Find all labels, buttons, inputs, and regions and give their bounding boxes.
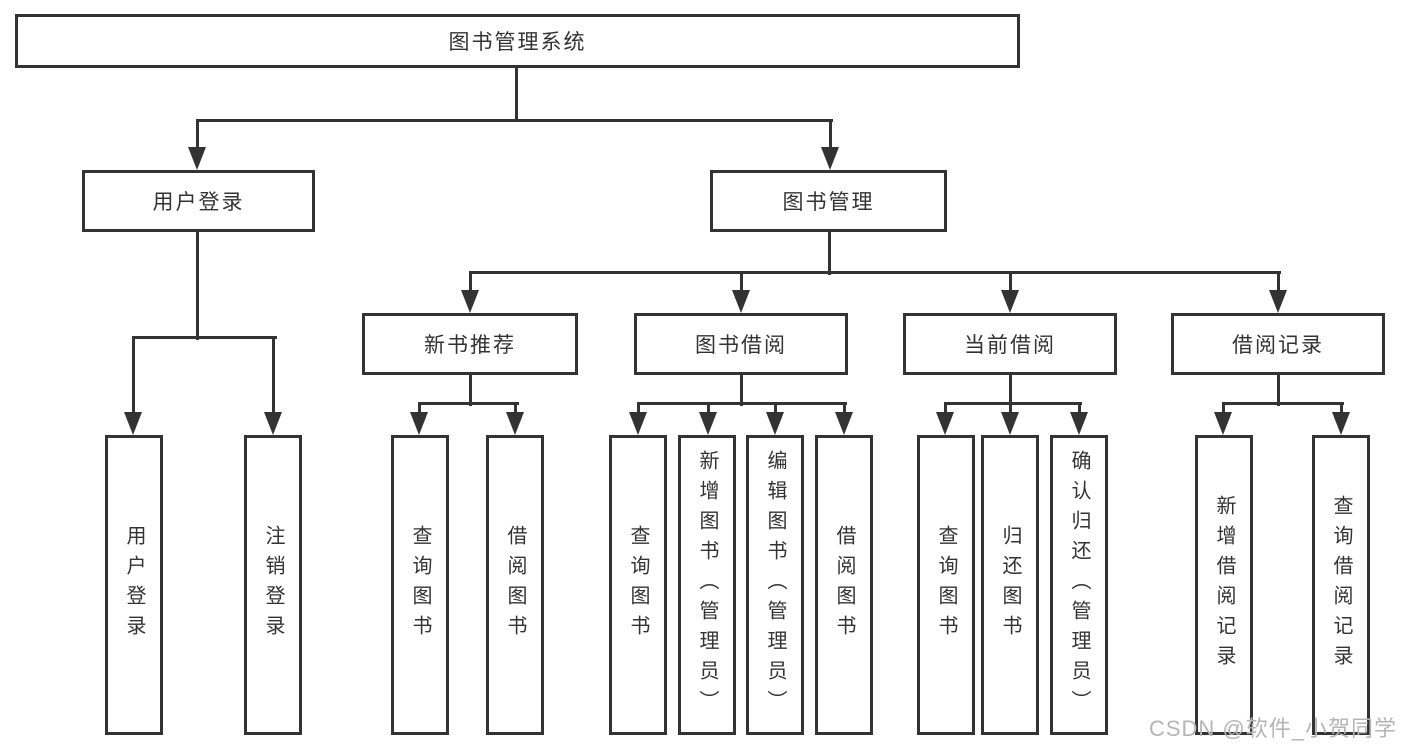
node-label: 注销登录: [262, 525, 284, 645]
node-logout-leaf: 注销登录: [244, 435, 302, 735]
connector-hline: [943, 401, 1082, 405]
connector-arrow-stem: [468, 272, 472, 293]
node-label: 借阅图书: [833, 525, 855, 645]
connector-arrow-stem: [1077, 403, 1081, 415]
connector-arrow-stem: [271, 337, 275, 415]
arrow-down-icon: [461, 290, 479, 313]
connector-hline: [1221, 401, 1344, 405]
connector-arrow-stem: [739, 272, 743, 293]
connector-arrow-stem: [131, 337, 135, 415]
node-label: 用户登录: [123, 525, 145, 645]
arrow-down-icon: [936, 412, 954, 435]
arrow-down-icon: [1001, 290, 1019, 313]
connector-arrow-stem: [636, 403, 640, 415]
arrow-down-icon: [1269, 290, 1287, 313]
watermark: CSDN @软件_小贺同学: [1148, 716, 1397, 741]
node-borrow-books-borrow: 借阅图书: [815, 435, 873, 735]
node-add-borrow-record: 新增借阅记录: [1195, 435, 1253, 735]
node-book-management-branch: 图书管理: [710, 170, 947, 232]
arrow-down-icon: [124, 412, 142, 435]
node-confirm-return-admin: 确认归还（管理员）: [1050, 435, 1108, 735]
node-label: 新增借阅记录: [1213, 495, 1235, 675]
connector-arrow-stem: [828, 120, 832, 150]
node-current-borrowing: 当前借阅: [903, 313, 1117, 375]
arrow-down-icon: [766, 412, 784, 435]
arrow-down-icon: [699, 412, 717, 435]
connector-arrow-stem: [943, 403, 947, 415]
connector-vline: [195, 232, 199, 340]
connector-vline: [827, 232, 831, 275]
connector-arrow-stem: [1221, 403, 1225, 415]
connector-arrow-stem: [417, 403, 421, 415]
node-book-borrowing: 图书借阅: [634, 313, 848, 375]
node-query-books-recommend: 查询图书: [391, 435, 449, 735]
connector-arrow-stem: [773, 403, 777, 415]
connector-hline: [131, 335, 277, 339]
node-user-login-leaf: 用户登录: [105, 435, 163, 735]
connector-arrow-stem: [1008, 272, 1012, 293]
node-label: 新增图书（管理员）: [696, 450, 718, 720]
node-new-book-recommend: 新书推荐: [362, 313, 578, 375]
node-label: 借阅图书: [504, 525, 526, 645]
connector-arrow-stem: [513, 403, 517, 415]
connector-vline: [1276, 375, 1280, 406]
connector-arrow-stem: [842, 403, 846, 415]
arrow-down-icon: [506, 412, 524, 435]
connector-arrow-stem: [1339, 403, 1343, 415]
connector-arrow-stem: [706, 403, 710, 415]
node-user-login-branch: 用户登录: [82, 170, 315, 232]
arrow-down-icon: [1332, 412, 1350, 435]
node-label: 查询图书: [935, 525, 957, 645]
connector-vline: [468, 375, 472, 406]
connector-arrow-stem: [1276, 272, 1280, 293]
node-query-borrow-record: 查询借阅记录: [1312, 435, 1370, 735]
node-borrow-books-recommend: 借阅图书: [486, 435, 544, 735]
arrow-down-icon: [264, 412, 282, 435]
node-query-books-borrow: 查询图书: [609, 435, 667, 735]
arrow-down-icon: [1214, 412, 1232, 435]
arrow-down-icon: [821, 147, 839, 170]
node-return-books: 归还图书: [981, 435, 1039, 735]
node-label: 归还图书: [999, 525, 1021, 645]
connector-vline: [739, 375, 743, 406]
node-library-system: 图书管理系统: [15, 14, 1020, 68]
connector-hline: [468, 270, 1281, 274]
arrow-down-icon: [410, 412, 428, 435]
node-add-books-admin: 新增图书（管理员）: [678, 435, 736, 735]
node-borrow-records: 借阅记录: [1171, 313, 1385, 375]
connector-arrow-stem: [1008, 403, 1012, 415]
arrow-down-icon: [835, 412, 853, 435]
node-label: 编辑图书（管理员）: [764, 450, 786, 720]
node-query-books-current: 查询图书: [917, 435, 975, 735]
connector-arrow-stem: [195, 120, 199, 150]
arrow-down-icon: [629, 412, 647, 435]
connector-vline: [514, 68, 518, 122]
node-label: 查询借阅记录: [1330, 495, 1352, 675]
arrow-down-icon: [732, 290, 750, 313]
node-label: 确认归还（管理员）: [1068, 450, 1090, 720]
connector-hline: [195, 118, 833, 122]
connector-vline: [1008, 375, 1012, 406]
connector-hline: [417, 401, 519, 405]
arrow-down-icon: [1001, 412, 1019, 435]
node-edit-books-admin: 编辑图书（管理员）: [746, 435, 804, 735]
node-label: 查询图书: [409, 525, 431, 645]
arrow-down-icon: [1070, 412, 1088, 435]
node-label: 查询图书: [627, 525, 649, 645]
arrow-down-icon: [188, 147, 206, 170]
